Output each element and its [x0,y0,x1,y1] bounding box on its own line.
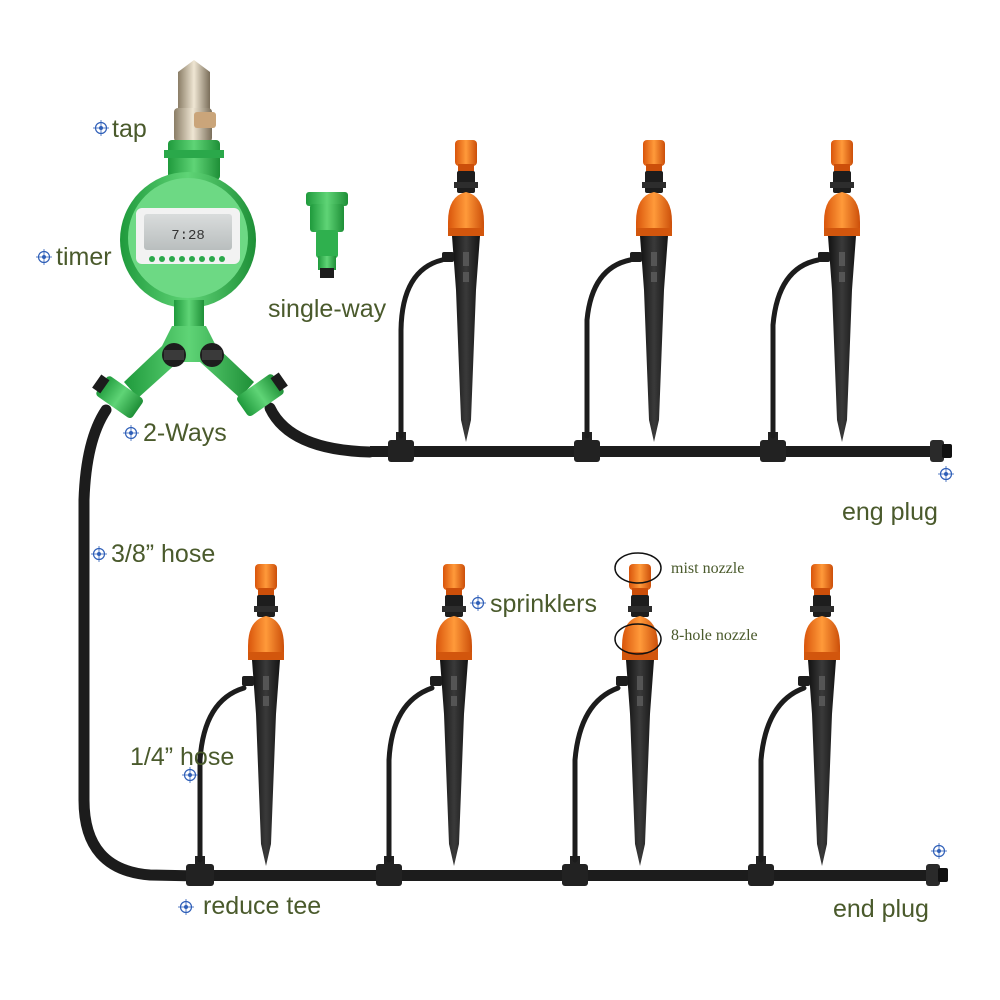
bottom-main-line [190,870,930,881]
label-single-way: single-way [268,295,387,323]
top-end-plug [930,440,952,462]
sprinkler-bottom-3 [616,564,658,866]
tap-icon [174,60,216,142]
label-hose-1-4: 1/4” hose [130,743,235,771]
sprinkler-top-1 [442,140,484,442]
label-eight-hole-nozzle: 8-hole nozzle [671,627,758,644]
timer-display: 7:28 [171,228,205,244]
label-timer: timer [56,243,112,271]
eight-hole-nozzle-highlight [614,623,662,655]
pin-marker-icon [930,842,948,860]
sprinkler-top-2 [630,140,672,442]
label-sprinklers: sprinklers [490,590,597,618]
label-mist-nozzle: mist nozzle [671,560,745,577]
label-eng-plug: eng plug [842,498,938,526]
timer-unit: 7:28 [120,140,256,330]
pin-marker-icon [122,424,140,442]
feeder-hoses-top [398,257,821,439]
pin-marker-icon [469,594,487,612]
pin-marker-icon [92,119,110,137]
label-end-plug: end plug [833,895,929,923]
sprinkler-bottom-1 [242,564,284,866]
pin-marker-icon [35,248,53,266]
label-two-ways: 2-Ways [143,419,227,447]
two-way-splitter [92,326,288,419]
sprinkler-top-3 [818,140,860,442]
bottom-end-plug [926,864,948,886]
mist-nozzle-highlight [614,552,662,584]
sprinkler-bottom-4 [798,564,840,866]
label-tap: tap [112,115,147,143]
pin-marker-icon [937,465,955,483]
main-hose-3-8 [78,404,206,882]
label-hose-3-8: 3/8” hose [111,540,216,568]
top-main-line [370,446,935,457]
top-feed-hose [264,402,376,458]
single-way-connector [306,192,348,278]
label-reduce-tee: reduce tee [203,892,322,920]
pin-marker-icon [90,545,108,563]
pin-marker-icon [177,898,195,916]
sprinkler-bottom-2 [430,564,472,866]
feeder-hoses-bottom [197,685,807,863]
